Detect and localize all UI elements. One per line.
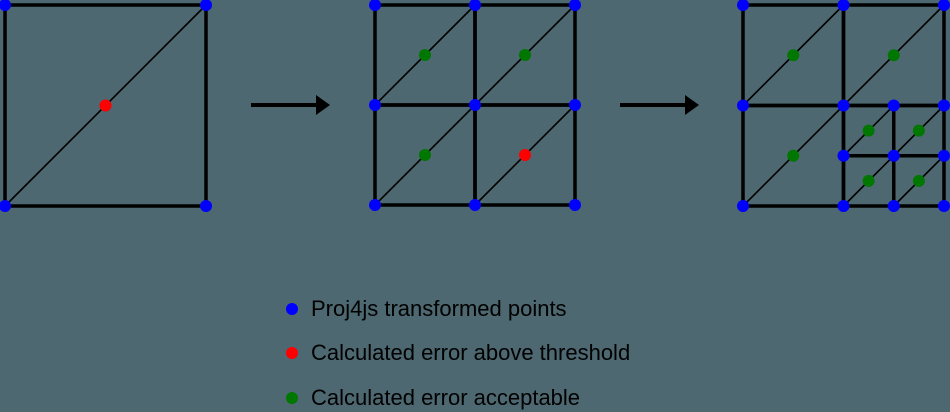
error-ok-point-icon	[862, 174, 875, 187]
legend-item-error-above: Calculated error above threshold	[286, 340, 630, 366]
legend-label: Calculated error above threshold	[311, 340, 631, 365]
transformed-point-icon	[369, 99, 381, 111]
error-ok-point-icon	[862, 124, 875, 137]
error-ok-point-icon	[912, 124, 925, 137]
error-above-point-icon	[519, 149, 531, 161]
transformed-point-icon	[737, 200, 749, 212]
legend-item-transformed: Proj4js transformed points	[286, 296, 567, 322]
error-ok-point-icon	[519, 49, 531, 61]
transformed-point-icon	[837, 99, 850, 112]
refinement-diagram	[0, 0, 950, 212]
error-ok-point-icon	[419, 49, 431, 61]
transformed-point-icon	[200, 200, 212, 212]
error-ok-point-icon	[887, 49, 900, 62]
legend-label: Calculated error acceptable	[311, 385, 581, 410]
grid-cell	[473, 103, 577, 207]
transformed-point-icon	[938, 200, 950, 212]
transformed-point-icon	[737, 99, 749, 112]
transformed-point-icon	[369, 199, 381, 211]
green-dot-icon	[286, 392, 298, 404]
transformed-point-icon	[569, 99, 581, 111]
error-ok-point-icon	[419, 149, 431, 161]
error-above-point-icon	[99, 99, 112, 112]
transformed-point-icon	[569, 0, 581, 11]
transformed-point-icon	[887, 200, 900, 212]
transformed-point-icon	[887, 99, 900, 112]
transformed-point-icon	[938, 99, 950, 112]
transformed-point-icon	[837, 200, 850, 212]
transformed-point-icon	[737, 0, 749, 11]
blue-dot-icon	[286, 303, 298, 315]
legend-item-error-ok: Calculated error acceptable	[286, 385, 580, 411]
transformed-point-icon	[938, 0, 950, 11]
transformed-point-icon	[569, 199, 581, 211]
transformed-point-icon	[200, 0, 212, 11]
transformed-point-icon	[369, 0, 381, 11]
transformed-point-icon	[0, 0, 11, 11]
error-ok-point-icon	[912, 174, 925, 187]
error-ok-point-icon	[787, 49, 800, 62]
transformed-point-icon	[887, 149, 900, 162]
transformed-point-icon	[469, 99, 481, 111]
grid-cell	[3, 3, 208, 208]
grid-cell	[892, 154, 946, 208]
error-ok-point-icon	[787, 149, 800, 162]
transformed-point-icon	[469, 0, 481, 11]
transformed-point-icon	[469, 199, 481, 211]
transformed-point-icon	[837, 0, 850, 11]
arrow-right-icon	[685, 95, 699, 115]
arrow-right-icon	[316, 95, 330, 115]
red-dot-icon	[286, 347, 298, 359]
transformed-point-icon	[837, 149, 850, 162]
transformed-point-icon	[0, 200, 11, 212]
legend-label: Proj4js transformed points	[311, 296, 567, 321]
transformed-point-icon	[938, 149, 950, 162]
